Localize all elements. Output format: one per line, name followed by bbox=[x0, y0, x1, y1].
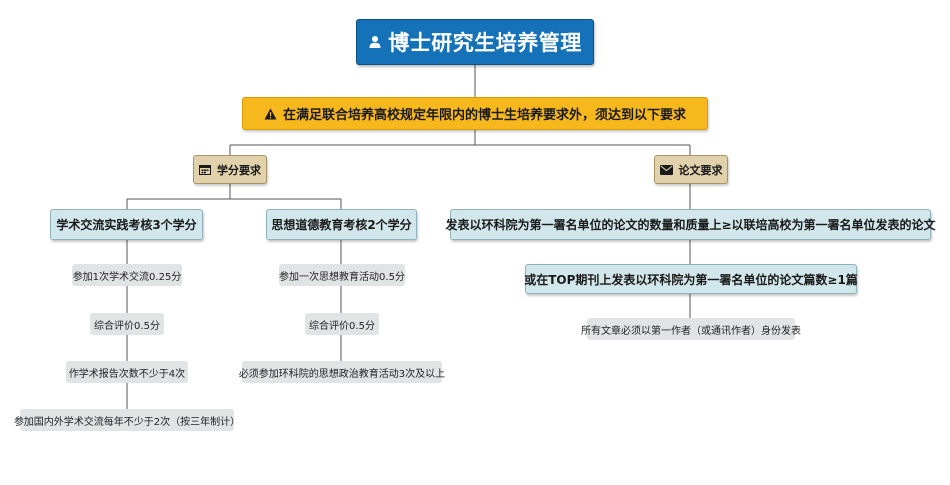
academic-credits-label: 学术交流实践考核3个学分 bbox=[56, 218, 197, 232]
credits-label: 学分要求 bbox=[217, 163, 261, 177]
moral-item-label: 综合评价0.5分 bbox=[309, 320, 375, 332]
moral-item-1[interactable]: 参加一次思想教育活动0.5分 bbox=[279, 264, 405, 286]
calendar-icon bbox=[199, 164, 211, 175]
academic-item-label: 参加国内外学术交流每年不少于2次（按三年制计） bbox=[13, 416, 241, 428]
root-label: 博士研究生培养管理 bbox=[388, 31, 582, 55]
root-node[interactable]: 博士研究生培养管理 bbox=[356, 19, 594, 65]
academic-credits-node[interactable]: 学术交流实践考核3个学分 bbox=[50, 209, 203, 240]
paper-note-label: 所有文章必须以第一作者（或通讯作者）身份发表 bbox=[581, 325, 801, 337]
warning-icon bbox=[264, 108, 277, 120]
connector-note-categories bbox=[229, 130, 691, 155]
academic-item-2[interactable]: 综合评价0.5分 bbox=[90, 313, 164, 335]
moral-item-label: 必须参加环科院的思想政治教育活动3次及以上 bbox=[238, 368, 446, 380]
academic-item-label: 作学术报告次数不少于4次 bbox=[68, 368, 186, 380]
paper-requirement-2[interactable]: 或在TOP期刊上发表以环科院为第一署名单位的论文篇数≥1篇 bbox=[524, 264, 858, 294]
papers-category[interactable]: 论文要求 bbox=[654, 155, 728, 184]
academic-item-label: 综合评价0.5分 bbox=[94, 320, 160, 332]
moral-item-3[interactable]: 必须参加环科院的思想政治教育活动3次及以上 bbox=[238, 361, 446, 383]
moral-credits-node[interactable]: 思想道德教育考核2个学分 bbox=[266, 209, 417, 240]
envelope-icon bbox=[659, 164, 673, 175]
moral-item-label: 参加一次思想教育活动0.5分 bbox=[279, 271, 405, 283]
credits-category[interactable]: 学分要求 bbox=[193, 155, 267, 184]
paper-requirement-1[interactable]: 发表以环科院为第一署名单位的论文的数量和质量上≥以联培高校为第一署名单位发表的论… bbox=[445, 209, 936, 240]
academic-item-label: 参加1次学术交流0.25分 bbox=[72, 271, 182, 283]
paper-requirement-2-label: 或在TOP期刊上发表以环科院为第一署名单位的论文篇数≥1篇 bbox=[524, 272, 858, 287]
papers-label: 论文要求 bbox=[678, 163, 723, 177]
paper-requirement-1-label: 发表以环科院为第一署名单位的论文的数量和质量上≥以联培高校为第一署名单位发表的论… bbox=[445, 218, 936, 232]
academic-item-1[interactable]: 参加1次学术交流0.25分 bbox=[72, 264, 182, 286]
user-icon bbox=[368, 35, 382, 49]
academic-item-4[interactable]: 参加国内外学术交流每年不少于2次（按三年制计） bbox=[14, 409, 240, 431]
connector-credits-subs bbox=[126, 184, 342, 209]
requirement-note[interactable]: 在满足联合培养高校规定年限内的博士生培养要求外，须达到以下要求 bbox=[242, 97, 708, 130]
moral-item-2[interactable]: 综合评价0.5分 bbox=[305, 313, 379, 335]
note-label: 在满足联合培养高校规定年限内的博士生培养要求外，须达到以下要求 bbox=[282, 108, 686, 123]
moral-credits-label: 思想道德教育考核2个学分 bbox=[271, 218, 412, 232]
academic-item-3[interactable]: 作学术报告次数不少于4次 bbox=[66, 361, 188, 383]
paper-note[interactable]: 所有文章必须以第一作者（或通讯作者）身份发表 bbox=[581, 318, 801, 340]
